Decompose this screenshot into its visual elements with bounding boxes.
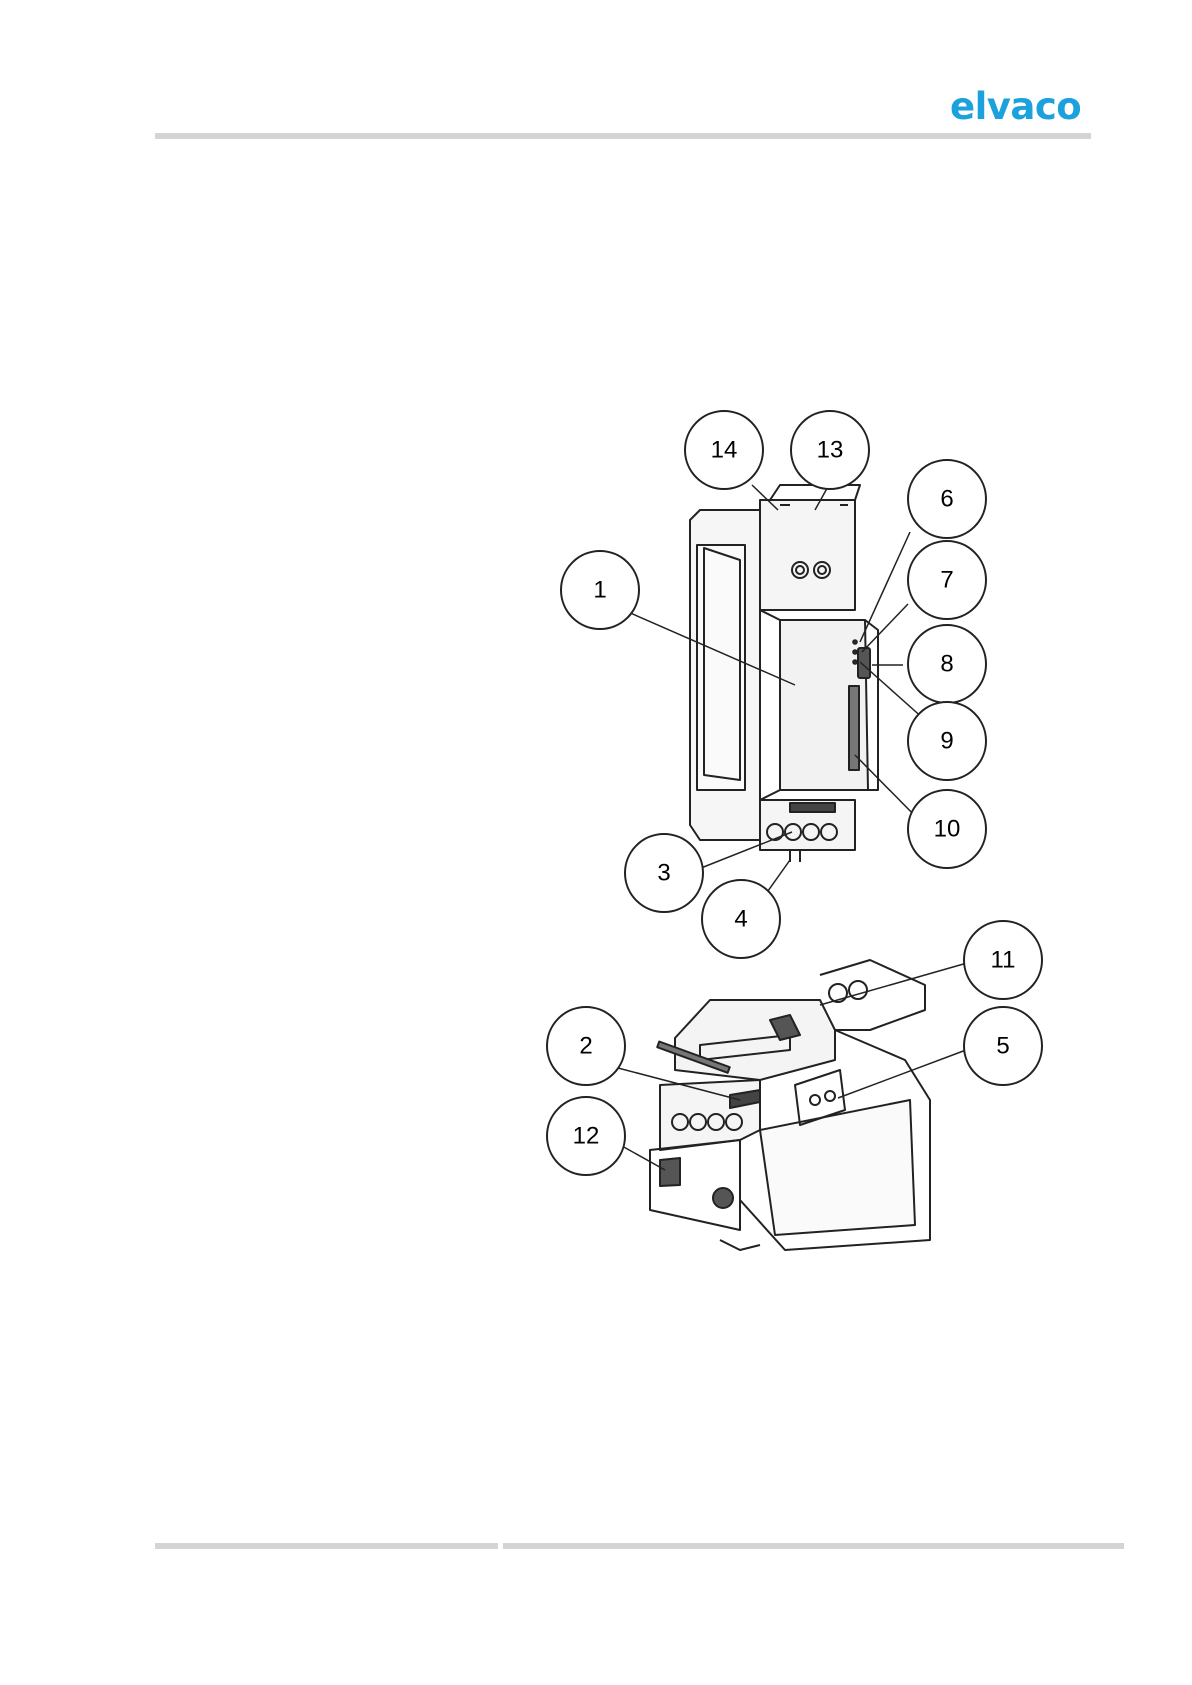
callout-7: 7 xyxy=(940,567,953,594)
footer-divider-right xyxy=(503,1543,1124,1549)
callout-1: 1 xyxy=(593,577,606,604)
device-front-view xyxy=(690,485,878,862)
callout-9: 9 xyxy=(940,728,953,755)
callout-11: 11 xyxy=(991,947,1016,974)
footer-divider-left xyxy=(155,1543,498,1549)
callout-6: 6 xyxy=(940,486,953,513)
device-perspective-view xyxy=(650,960,930,1250)
callout-3: 3 xyxy=(657,860,670,887)
callout-10: 10 xyxy=(934,816,961,843)
callout-5: 5 xyxy=(996,1033,1009,1060)
callout-2: 2 xyxy=(579,1033,592,1060)
callout-13: 13 xyxy=(817,437,844,464)
callout-8: 8 xyxy=(940,651,953,678)
callout-14: 14 xyxy=(711,437,738,464)
callout-12: 12 xyxy=(573,1123,600,1150)
callout-4: 4 xyxy=(734,906,747,933)
